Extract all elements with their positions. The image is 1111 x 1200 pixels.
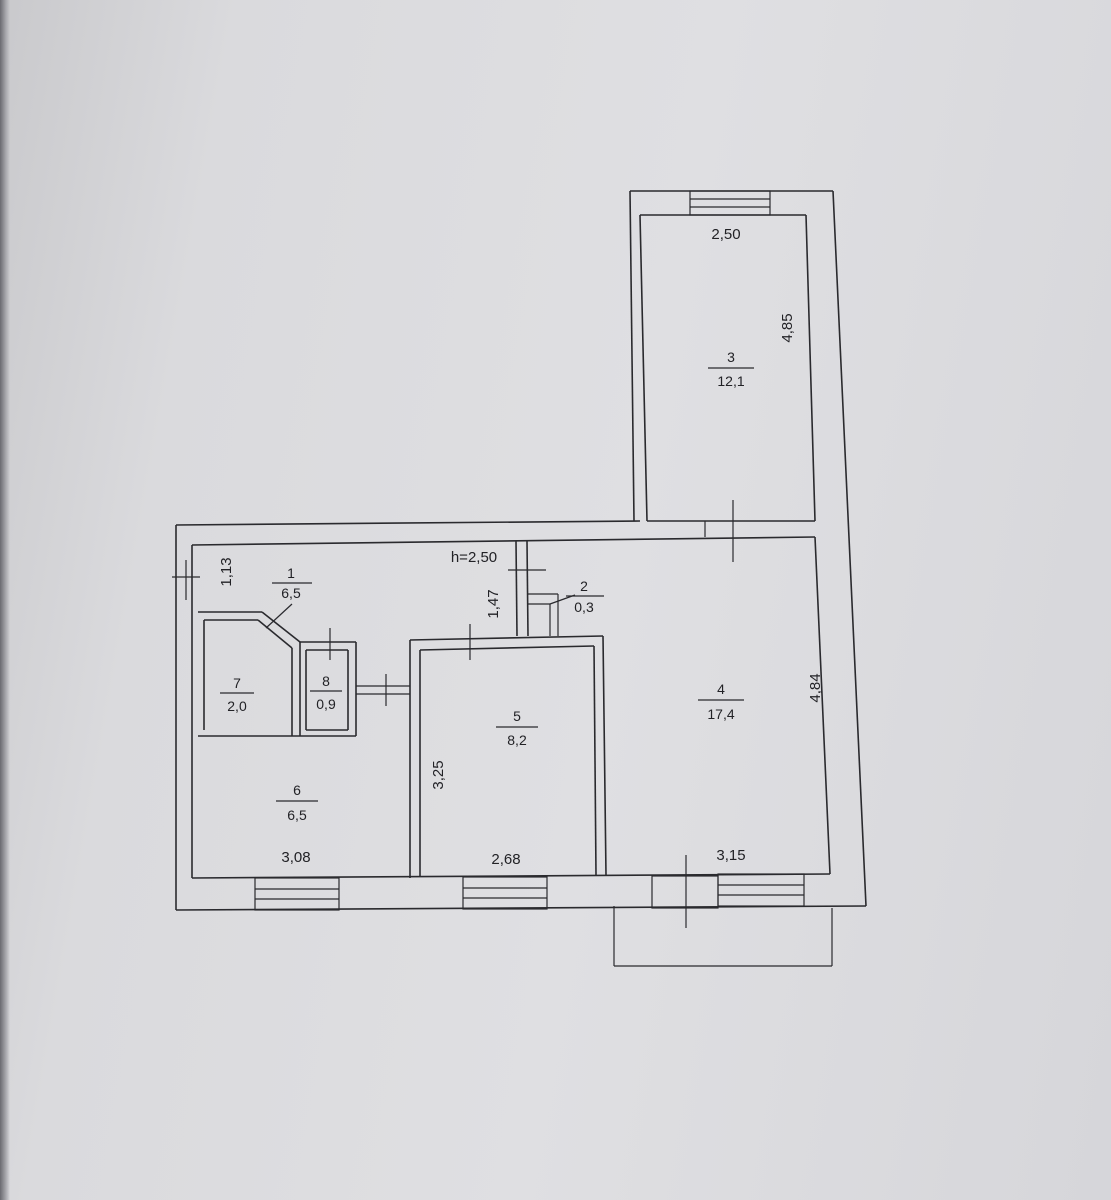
room-4-label: 4 17,4 — [698, 681, 744, 722]
corridor-length-dim: 1,47 — [485, 589, 502, 618]
room-2-label: 2 0,3 — [566, 578, 604, 615]
room-1-area: 6,5 — [281, 585, 301, 601]
room5-height-dim: 3,25 — [430, 760, 447, 789]
room-3-area: 12,1 — [717, 373, 744, 389]
room3-length-dim: 4,85 — [779, 313, 796, 342]
room6-width-dim: 3,08 — [281, 849, 310, 866]
room-1-label: 1 6,5 — [272, 565, 312, 601]
room-6-area: 6,5 — [287, 807, 307, 823]
room-7-area: 2,0 — [227, 698, 247, 714]
room-2-number: 2 — [580, 578, 588, 594]
room-3-number: 3 — [727, 349, 735, 365]
window-room5 — [462, 876, 548, 910]
window-room4 — [717, 873, 805, 907]
room-labels: 1 6,5 2 0,3 3 12,1 4 17,4 5 8,2 6 6,5 — [220, 349, 754, 823]
room-8-number: 8 — [322, 673, 330, 689]
page-edge-shadow — [0, 0, 10, 1200]
room-5-label: 5 8,2 — [496, 708, 538, 748]
room-4-number: 4 — [717, 681, 725, 697]
window-room3 — [689, 190, 771, 216]
room5-width-dim: 2,68 — [491, 851, 520, 868]
ceiling-height-label: h=2,50 — [451, 549, 497, 566]
hall-width-dim: 1,13 — [218, 557, 235, 586]
room-5-area: 8,2 — [507, 732, 527, 748]
room3-width-dim: 2,50 — [711, 226, 740, 243]
outer-walls — [175, 190, 867, 911]
room-7-number: 7 — [233, 675, 241, 691]
room-4-area: 17,4 — [707, 706, 734, 722]
room-5-number: 5 — [513, 708, 521, 724]
room-6-label: 6 6,5 — [276, 782, 318, 823]
dimension-labels: h=2,50 2,50 4,85 4,84 3,15 2,68 3,25 3,0… — [218, 226, 824, 868]
room-6-number: 6 — [293, 782, 301, 798]
window-room6 — [254, 877, 340, 911]
balcony — [613, 855, 833, 967]
room-8-label: 8 0,9 — [310, 673, 342, 712]
room-3-label: 3 12,1 — [708, 349, 754, 389]
interior-walls — [172, 500, 734, 878]
windows — [254, 190, 805, 911]
room-7-label: 7 2,0 — [220, 675, 254, 714]
room-2-area: 0,3 — [574, 599, 594, 615]
room4-width-dim: 3,15 — [716, 847, 745, 864]
room-1-number: 1 — [287, 565, 295, 581]
room4-length-dim: 4,84 — [807, 673, 824, 702]
room-8-area: 0,9 — [316, 696, 336, 712]
